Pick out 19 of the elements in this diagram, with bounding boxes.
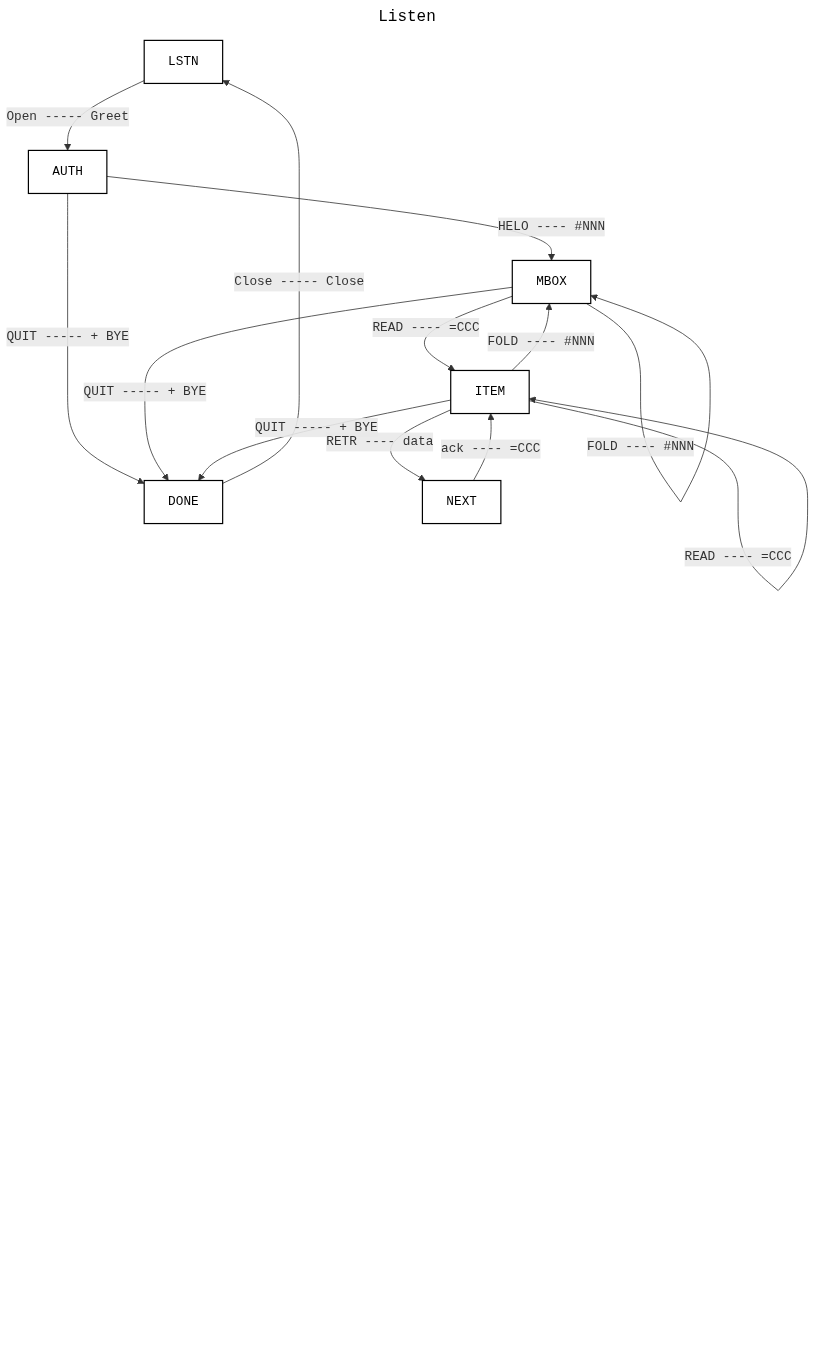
node-box: DONE: [143, 479, 224, 525]
edge-label: QUIT ----- + BYE: [6, 329, 129, 345]
edge-label: Open ----- Greet: [6, 109, 129, 125]
edge-label: QUIT ----- + BYE: [83, 384, 207, 400]
edge-label: ack ---- =CCC: [440, 441, 541, 457]
edge-label: RETR ---- data: [326, 434, 434, 450]
edge-label: HELO ---- #NNN: [497, 219, 606, 235]
edge-label: FOLD ---- #NNN: [487, 334, 595, 350]
edge-label: FOLD ---- #NNN: [587, 439, 695, 455]
node-box: MBOX: [511, 259, 592, 305]
edge-label: READ ---- =CCC: [684, 549, 792, 565]
node-box: AUTH: [27, 149, 108, 195]
node-box: NEXT: [421, 479, 502, 525]
edge-label: Close ----- Close: [234, 274, 365, 290]
note-text: Listen: [378, 8, 436, 26]
node-box: ITEM: [450, 369, 530, 415]
edge-label: READ ---- =CCC: [372, 320, 480, 335]
node-box: LSTN: [143, 39, 224, 85]
edge-label: QUIT ----- + BYE: [255, 420, 378, 435]
